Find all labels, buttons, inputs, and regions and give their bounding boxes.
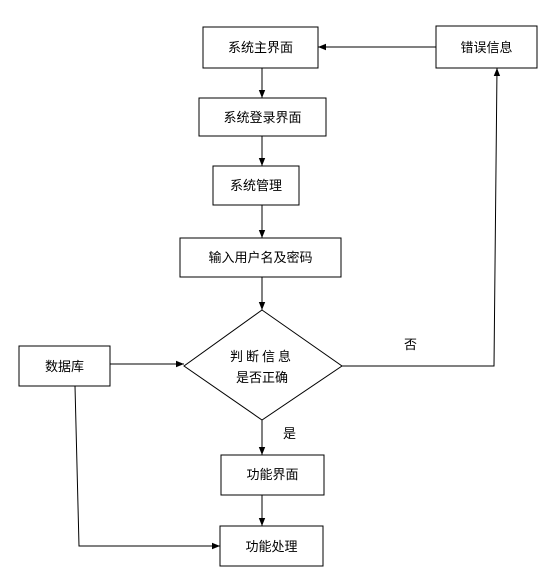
node-error-info: 错误信息 bbox=[435, 25, 538, 69]
node-check-info-line1: 判断信息 bbox=[230, 349, 294, 365]
edge-database-to-processing bbox=[74, 385, 220, 550]
node-function-ui: 功能界面 bbox=[220, 454, 325, 496]
node-system-login-ui: 系统登录界面 bbox=[198, 97, 327, 137]
node-database-label: 数据库 bbox=[45, 359, 84, 375]
node-error-info-label: 错误信息 bbox=[460, 40, 512, 56]
node-system-management: 系统管理 bbox=[212, 165, 300, 206]
node-system-main-ui-label: 系统主界面 bbox=[228, 41, 293, 56]
node-system-login-ui-label: 系统登录界面 bbox=[223, 111, 301, 126]
edge-judge-to-error bbox=[342, 67, 501, 367]
node-function-processing-label: 功能处理 bbox=[245, 540, 297, 555]
node-system-main-ui: 系统主界面 bbox=[202, 26, 319, 69]
node-system-management-label: 系统管理 bbox=[230, 179, 282, 194]
yes-label: 是 bbox=[283, 427, 296, 442]
edges bbox=[74, 43, 501, 550]
node-function-ui-label: 功能界面 bbox=[246, 468, 298, 483]
node-check-info-line2: 是否正确 bbox=[236, 371, 288, 386]
node-function-processing: 功能处理 bbox=[219, 525, 324, 567]
node-input-credentials: 输入用户名及密码 bbox=[179, 237, 342, 278]
no-label: 否 bbox=[404, 338, 417, 353]
node-check-info-decision: 判断信息 是否正确 bbox=[183, 309, 343, 421]
node-input-credentials-label: 输入用户名及密码 bbox=[208, 250, 312, 266]
node-database: 数据库 bbox=[18, 345, 111, 387]
